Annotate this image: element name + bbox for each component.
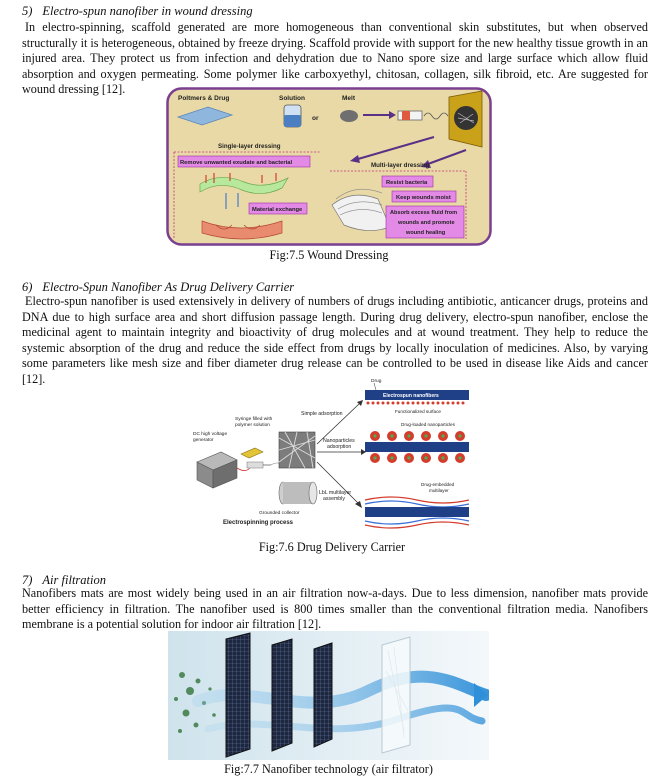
section-7-number: 7) — [22, 573, 33, 587]
simple-adsorption-label: Simple adsorption — [301, 411, 343, 417]
solution-liquid — [284, 115, 301, 127]
single-layer-membrane — [199, 177, 289, 194]
skin-tissue — [201, 220, 283, 240]
section-5-paragraph: In electro-spinning, scaffold generated … — [22, 20, 648, 97]
figure-7-6-caption: Fig:7.6 Drug Delivery Carrier — [258, 540, 406, 554]
arrow-to-multi-layer — [427, 149, 467, 165]
dc-label-1: DC high voltage — [193, 431, 227, 437]
figure-wound-dressing: Poltmers & Drug Solution or Melt Single-… — [166, 87, 492, 246]
drug-embedded-label-1: Drug-embedded — [421, 482, 455, 487]
drug-loaded-particles — [370, 431, 465, 463]
electrospun-nanofiber-bar — [365, 390, 469, 400]
section-7-title: Air filtration — [42, 573, 106, 587]
nanoparticle-fiber-bar — [365, 442, 469, 452]
airflow-arrowhead — [474, 683, 488, 707]
remove-exudate-label: Remove unwanted exudate and bacterial — [180, 160, 292, 166]
resist-bacteria-box — [381, 175, 434, 188]
section-6-title: Electro-Spun Nanofiber As Drug Delivery … — [42, 280, 295, 294]
filter-panel-1 — [225, 632, 251, 758]
absorb-fluid-line-2: wounds and promote — [397, 220, 455, 226]
section-7-heading: 7) Air filtration — [22, 573, 106, 587]
section-7-paragraph: Nanofibers mats are most widely being us… — [22, 586, 648, 632]
electrospun-nanofibers-label: Electrospun nanofibers — [383, 393, 439, 399]
electrospinning-process-label: Electrospinning process — [223, 520, 294, 526]
filter-panel-nanofiber — [381, 636, 411, 754]
figure-air-filtration — [168, 631, 489, 760]
adsorbed-drug-dots — [366, 401, 465, 405]
material-exchange-box — [248, 202, 308, 215]
melt-label: Melt — [342, 95, 356, 102]
multilayer-wave-top — [364, 496, 470, 504]
section-5-heading: 5) Electro-spun nanofiber in wound dressi… — [22, 4, 253, 18]
section-5-title: Electro-spun nanofiber in wound dressing — [42, 4, 253, 18]
spinning-jet — [423, 112, 449, 120]
lbl-label-1: LbL multilayer — [319, 490, 351, 496]
dc-label-2: generator — [193, 437, 214, 443]
functionalized-surface-label: Functionalized surface — [395, 409, 441, 414]
syringe-pump — [240, 447, 264, 459]
nanoparticles-label-2: adsorption — [327, 444, 351, 450]
section-5-number: 5) — [22, 4, 33, 18]
melt-blob — [340, 110, 358, 122]
absorb-fluid-line-3: wound healing — [405, 230, 446, 236]
figure-7-5-caption: Fig:7.5 Wound Dressing — [269, 248, 389, 262]
section-6-paragraph: Electro-spun nanofiber is used extensive… — [22, 294, 648, 386]
figure-background — [166, 87, 492, 246]
remove-exudate-box — [177, 155, 311, 168]
filter-panel-3 — [313, 642, 333, 748]
keep-moist-label: Keep wounds moist — [396, 195, 451, 201]
multi-layer-label: Multi-layer dressing — [371, 162, 430, 169]
single-layer-label: Single-layer dressing — [218, 143, 281, 150]
polymers-drug-label: Poltmers & Drug — [178, 95, 229, 102]
figure-drug-delivery: Syringe filled with polymer solution DC … — [189, 376, 475, 536]
grounded-collector-label: Grounded collector — [259, 510, 300, 516]
section-6-heading: 6) Electro-Spun Nanofiber As Drug Deliver… — [22, 280, 294, 294]
drug-label: Drug — [371, 378, 382, 384]
drug-embedded-label-2: multilayer — [429, 488, 449, 493]
multilayer-wave-bottom — [364, 521, 470, 529]
keep-moist-box — [391, 190, 457, 203]
lbl-label-2: assembly — [323, 496, 345, 502]
nanoparticles-label-1: Nanoparticles — [323, 438, 355, 444]
arrow-to-single-layer — [357, 136, 435, 160]
syringe-body — [246, 461, 264, 469]
figure-7-7-caption: Fig:7.7 Nanofiber technology (air filtra… — [224, 762, 433, 776]
or-label: or — [312, 115, 319, 122]
filter-panel-2 — [271, 638, 293, 752]
resist-bacteria-label: Resist bacteria — [386, 180, 428, 186]
section-6-number: 6) — [22, 280, 33, 294]
dust-particles — [174, 672, 216, 733]
syringe-label-1: Syringe filled with — [235, 416, 273, 422]
sem-fiber-image — [278, 431, 316, 469]
absorb-fluid-line-1: Absorb excess fluid from — [390, 210, 457, 216]
arrow-simple-adsorption — [316, 403, 360, 445]
solution-label: Solution — [279, 95, 305, 102]
absorb-fluid-box — [385, 205, 465, 239]
material-exchange-label: Material exchange — [252, 207, 303, 213]
arrow-lbl — [316, 461, 360, 505]
drug-loaded-label: Drug-loaded nanoparticles — [401, 422, 456, 427]
lbl-fiber-bar — [365, 507, 469, 517]
polymer-sheet-shape — [176, 106, 234, 126]
syringe-label-2: polymer solution — [235, 422, 270, 428]
